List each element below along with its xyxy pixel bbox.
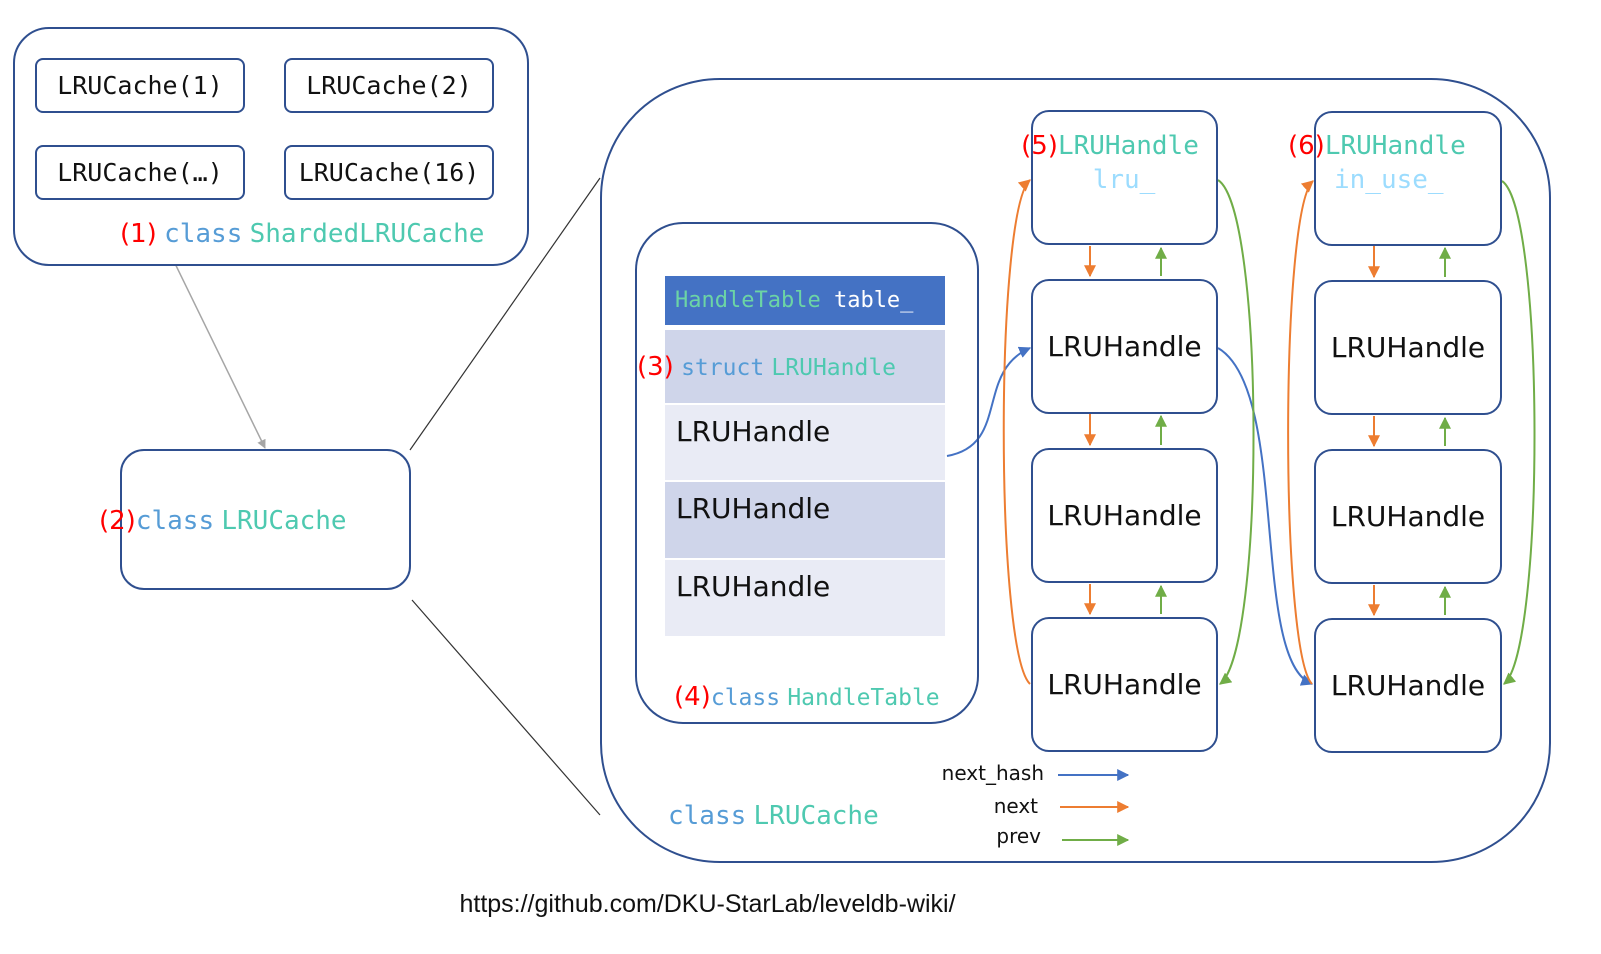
inuse-head-var: in_use_: [1334, 165, 1444, 195]
lru-wrap-next: [1002, 179, 1031, 685]
table-header-var: table_: [833, 288, 914, 313]
class-keyword: class: [668, 801, 747, 831]
next-hash-arrow-table: [946, 346, 1032, 457]
lru-wrap-prev: [1217, 179, 1255, 685]
lru-head-var: lru_: [1092, 165, 1156, 195]
handle-table-box: [635, 222, 979, 724]
lru-node: LRUHandle: [1031, 617, 1218, 752]
table-header-type: HandleTable: [675, 288, 821, 313]
lru-cache-shard-16: LRUCache(16): [284, 145, 494, 200]
struct-label: (3) struct LRUHandle: [637, 351, 896, 382]
class-name: ShardedLRUCache: [249, 219, 485, 249]
legend-next-label: next: [993, 794, 1038, 818]
marker-5: (5): [1021, 131, 1058, 161]
inuse-wrap-next: [1287, 180, 1314, 685]
marker-6: (6): [1288, 131, 1325, 161]
zoom-line-top: [409, 177, 601, 451]
lru-cache-small-label: (2)class LRUCache: [99, 505, 347, 536]
table-row-label: LRUHandle: [676, 415, 831, 448]
table-row: LRUHandle: [665, 482, 945, 558]
lru-cache-shard-2: LRUCache(2): [284, 58, 494, 113]
table-row-label: LRUHandle: [676, 492, 831, 525]
class-keyword: class: [164, 219, 243, 249]
class-keyword: class: [710, 685, 781, 711]
marker-3: (3): [637, 352, 674, 382]
table-struct-row: [665, 330, 945, 403]
lru-head-node: [1031, 110, 1218, 245]
inuse-node: LRUHandle: [1314, 618, 1502, 753]
struct-keyword: struct: [681, 355, 765, 381]
lru-cache-detail-label: class LRUCache: [668, 800, 879, 831]
table-header: HandleTable table_: [665, 276, 945, 325]
zoom-line-bottom: [411, 599, 601, 816]
marker-2: (2): [99, 506, 136, 536]
class-name: LRUCache: [753, 801, 879, 831]
marker-1: (1): [120, 219, 157, 249]
source-url: https://github.com/DKU-StarLab/leveldb-w…: [459, 890, 956, 918]
inuse-head-node: [1314, 111, 1502, 246]
lru-cache-shard-1: LRUCache(1): [35, 58, 245, 113]
struct-name: LRUHandle: [771, 355, 897, 381]
inuse-head-label: (6)LRUHandle in_use_: [1288, 128, 1488, 197]
legend-prev-label: prev: [996, 824, 1041, 848]
next-hash-arrow-cross: [1217, 347, 1314, 686]
marker-4: (4): [674, 682, 711, 712]
lru-cache-small-box: [120, 449, 411, 590]
sharded-lru-cache-label: (1) class ShardedLRUCache: [120, 218, 484, 249]
inuse-node: LRUHandle: [1314, 280, 1502, 415]
handle-table-label: (4)class HandleTable: [674, 681, 940, 712]
lru-cache-shard-ellipsis: LRUCache(…): [35, 145, 245, 200]
lru-cache-detail-box: [600, 78, 1551, 863]
lru-head-type: LRUHandle: [1057, 131, 1199, 161]
lru-head-label: (5)LRUHandle lru_: [1010, 128, 1210, 197]
legend-next-hash-label: next_hash: [941, 761, 1044, 785]
table-row: LRUHandle: [665, 560, 945, 636]
table-row-label: LRUHandle: [676, 570, 831, 603]
inuse-wrap-prev: [1501, 180, 1536, 685]
table-row: LRUHandle: [665, 405, 945, 480]
class-keyword: class: [135, 506, 215, 536]
class-name: LRUCache: [221, 506, 347, 536]
lru-node: LRUHandle: [1031, 448, 1218, 583]
class-name: HandleTable: [787, 685, 940, 711]
lru-node: LRUHandle: [1031, 279, 1218, 414]
inuse-node: LRUHandle: [1314, 449, 1502, 584]
inuse-head-type: LRUHandle: [1324, 131, 1466, 161]
